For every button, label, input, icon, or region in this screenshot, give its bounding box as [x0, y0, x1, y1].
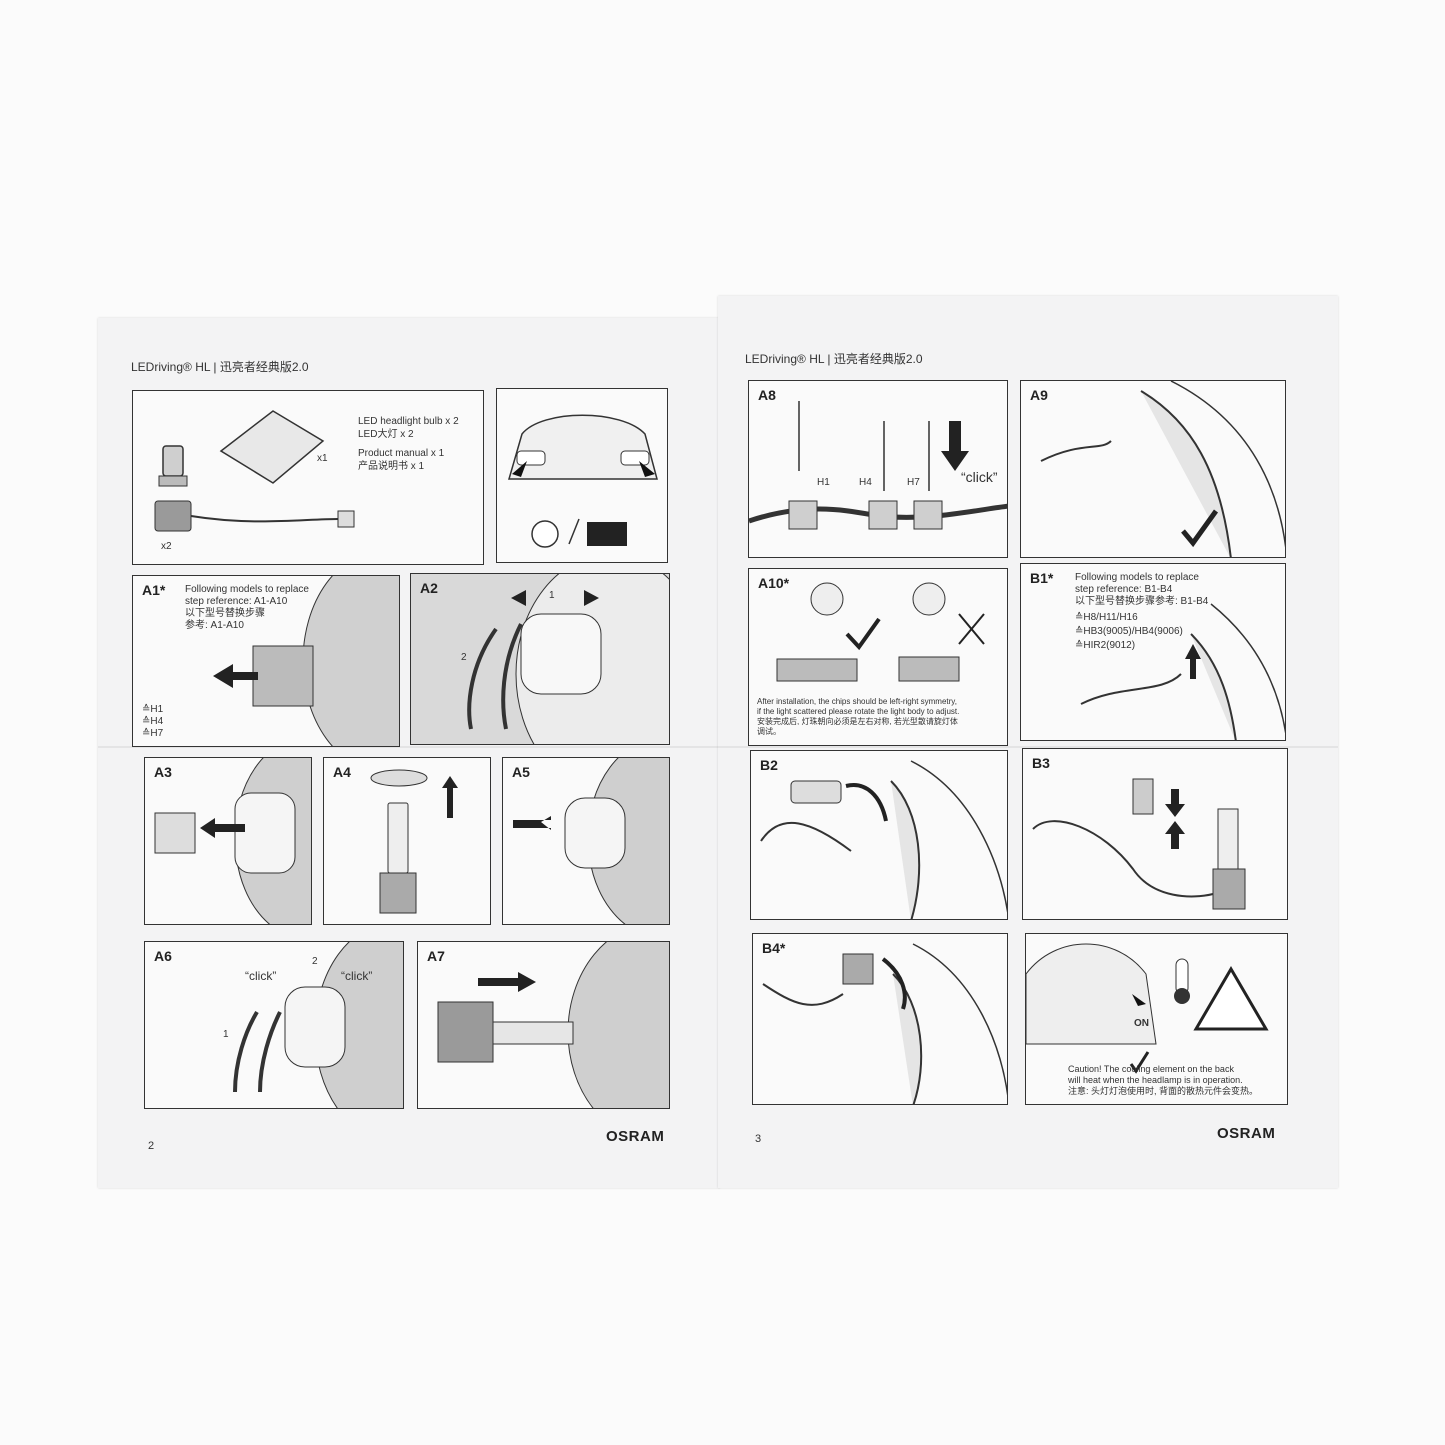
- b1-text-2: step reference: B1-B4: [1075, 584, 1173, 595]
- caution-text-2: will heat when the headlamp is in operat…: [1068, 1075, 1243, 1085]
- b1-illustration: [1080, 603, 1285, 740]
- right-page-number: 3: [755, 1133, 762, 1145]
- a5-illustration: [513, 758, 669, 924]
- a1-model-1: ≙H1: [142, 704, 164, 715]
- a6-step-2: 2: [312, 956, 318, 967]
- panel-a2: A2 1 2: [410, 573, 670, 745]
- left-brand-logo: OSRAM: [606, 1128, 665, 1145]
- left-header: LEDriving® HL | 迅亮者经典版2.0: [131, 360, 309, 374]
- a10-text-1: After installation, the chips should be …: [757, 697, 957, 706]
- a1-text-3: 以下型号替换步骤: [185, 608, 265, 619]
- b4-illustration: [762, 943, 1007, 1104]
- a1-illustration: [213, 576, 399, 746]
- a8-label: A8: [758, 387, 776, 403]
- a1-text-1: Following models to replace: [185, 584, 309, 595]
- a3-label: A3: [154, 764, 172, 780]
- caution-illustration: [1026, 943, 1269, 1074]
- a6-click-right: “click”: [341, 969, 373, 983]
- a8-illustration: [749, 401, 1007, 530]
- a6-label: A6: [154, 948, 172, 964]
- a6-illustration: [233, 942, 403, 1108]
- b2-illustration: [760, 760, 1007, 919]
- kit-line-4: 产品说明书 x 1: [358, 461, 425, 472]
- a8-h4: H4: [859, 477, 872, 488]
- a3-illustration: [154, 758, 311, 924]
- panel-b1: B1* Following models to replace step ref…: [1020, 563, 1286, 741]
- a4-label: A4: [333, 764, 351, 780]
- a10-text-2: if the light scattered please rotate the…: [757, 707, 960, 716]
- a10-label: A10*: [758, 575, 790, 591]
- panel-a7: A7: [417, 941, 670, 1109]
- a10-illustration: [776, 582, 985, 682]
- b1-text-1: Following models to replace: [1075, 572, 1199, 583]
- b2-label: B2: [760, 757, 778, 773]
- bulb-qty: x2: [161, 541, 172, 552]
- a4-illustration: [370, 769, 458, 914]
- a1-model-3: ≙H7: [142, 728, 164, 739]
- b1-text-3: 以下型号替换步骤参考: B1-B4: [1075, 596, 1209, 607]
- b3-label: B3: [1032, 755, 1050, 771]
- a1-label: A1*: [142, 582, 166, 598]
- a8-click: “click”: [961, 469, 998, 485]
- kit-line-3: Product manual x 1: [358, 448, 445, 459]
- a5-label: A5: [512, 764, 530, 780]
- a8-h1: H1: [817, 477, 830, 488]
- kit-line-2: LED大灯 x 2: [358, 429, 414, 440]
- fold-line: [98, 746, 1338, 748]
- a9-illustration: [1040, 381, 1285, 557]
- b1-text-5: ≙HB3(9005)/HB4(9006): [1075, 626, 1183, 637]
- panel-a9: A9: [1020, 380, 1286, 558]
- a2-step-2: 2: [461, 652, 467, 663]
- b4-label: B4*: [762, 940, 786, 956]
- panel-a6: A6 “click” “click” 2 1: [144, 941, 404, 1109]
- panel-a8: A8 H1 H4 H7 “click”: [748, 380, 1008, 558]
- a1-text-2: step reference: A1-A10: [185, 596, 288, 607]
- a6-step-1: 1: [223, 1029, 229, 1040]
- a9-label: A9: [1030, 387, 1048, 403]
- panel-caution: ON Caution! The cooling element on the b…: [1025, 933, 1288, 1105]
- panel-a1: A1* Following models to replace step ref…: [132, 575, 400, 747]
- panel-b3: B3: [1022, 748, 1288, 920]
- panel-a10: A10* After installation, the chips shoul…: [748, 568, 1008, 746]
- a2-step-1: 1: [549, 590, 555, 601]
- panel-a3: A3: [144, 757, 312, 925]
- car-panel: [496, 388, 668, 563]
- panel-a5: A5: [502, 757, 670, 925]
- kit-panel: x2 x1 LED headlight bulb x 2 LED大灯 x 2 P…: [132, 390, 484, 565]
- manual-qty: x1: [317, 453, 328, 464]
- caution-text-1: Caution! The cooling element on the back: [1068, 1064, 1234, 1074]
- a10-text-4: 调试。: [757, 727, 781, 736]
- kit-illustration: [154, 410, 355, 532]
- panel-b4: B4*: [752, 933, 1008, 1105]
- caution-on-label: ON: [1134, 1018, 1149, 1029]
- right-header: LEDriving® HL | 迅亮者经典版2.0: [745, 352, 923, 366]
- b1-text-6: ≙HIR2(9012): [1075, 640, 1136, 651]
- a10-text-3: 安装完成后, 灯珠朝向必须是左右对称, 若光型散请旋灯体: [757, 717, 958, 726]
- a1-model-2: ≙H4: [142, 716, 164, 727]
- b1-text-4: ≙H8/H11/H16: [1075, 612, 1138, 623]
- a2-illustration: [467, 574, 669, 744]
- b1-label: B1*: [1030, 570, 1054, 586]
- car-front-illustration: [508, 414, 658, 548]
- right-brand-logo: OSRAM: [1217, 1125, 1276, 1142]
- panel-a4: A4: [323, 757, 491, 925]
- caution-text-3: 注意: 头灯灯泡使用时, 背面的散热元件会变热。: [1068, 1086, 1259, 1096]
- a7-label: A7: [427, 948, 445, 964]
- kit-line-1: LED headlight bulb x 2: [358, 416, 459, 427]
- left-page-number: 2: [148, 1140, 155, 1152]
- a1-text-4: 参考: A1-A10: [185, 620, 244, 631]
- panel-b2: B2: [750, 750, 1008, 920]
- a6-click-left: “click”: [245, 969, 277, 983]
- a2-label: A2: [420, 580, 438, 596]
- a8-h7: H7: [907, 477, 920, 488]
- b3-illustration: [1032, 778, 1246, 910]
- a7-illustration: [437, 942, 669, 1108]
